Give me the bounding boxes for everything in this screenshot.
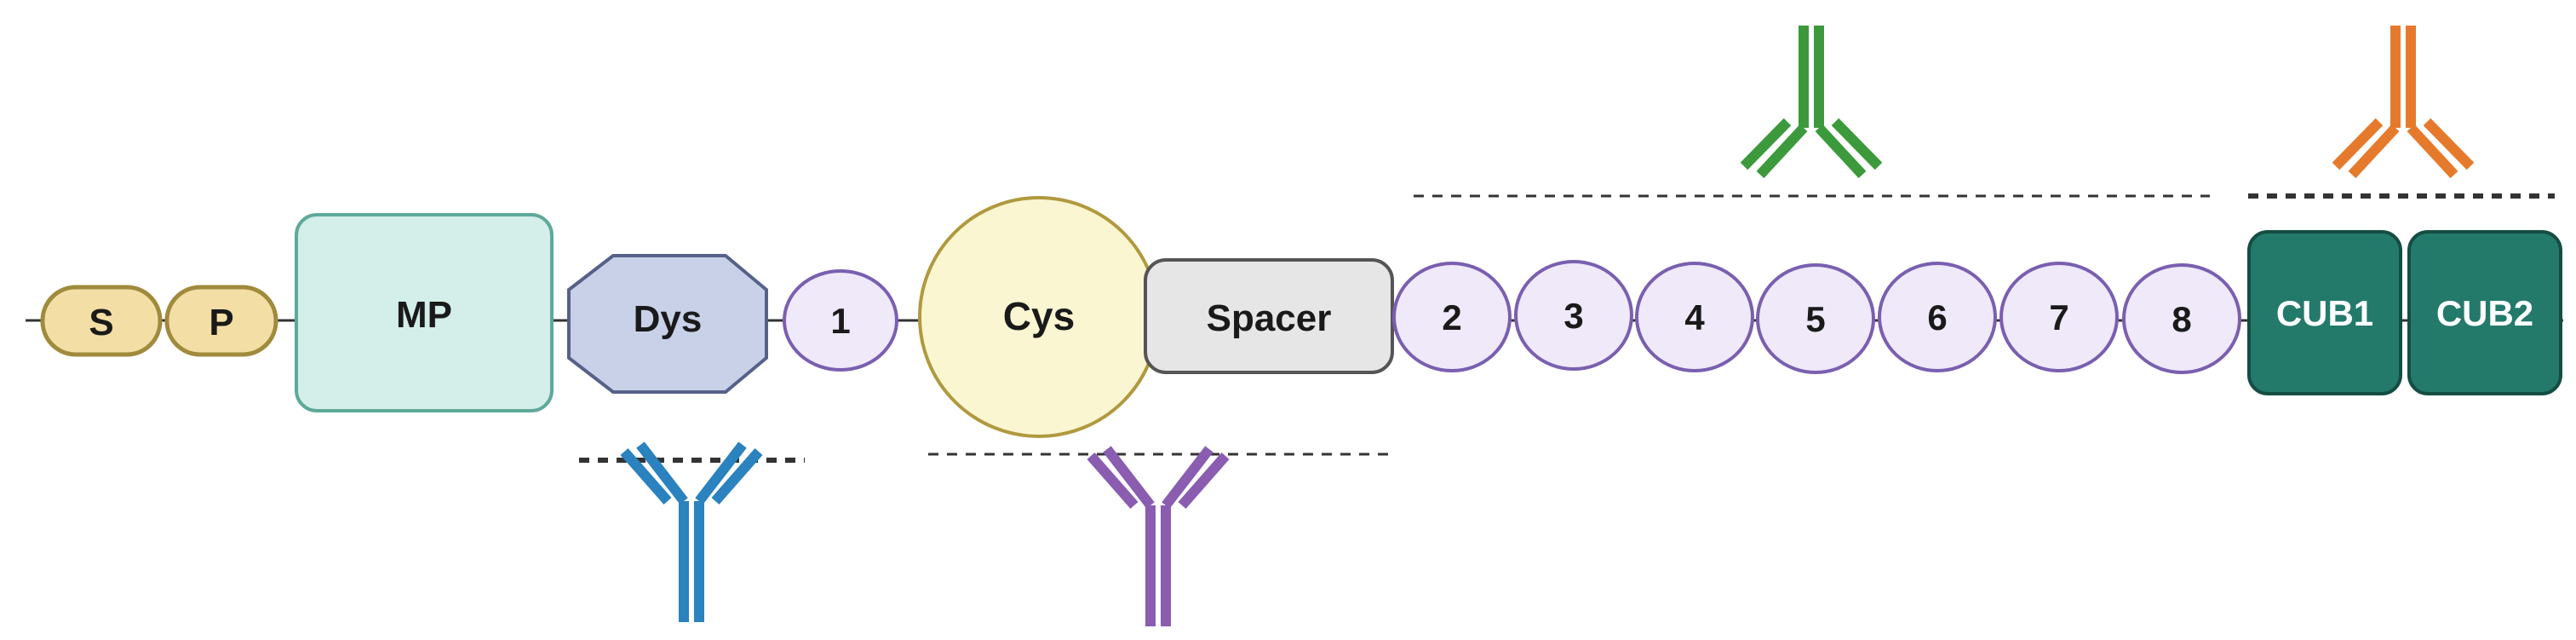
tsp-repeat-2: 2 [1392,262,1512,372]
tsp-repeat-7: 7 [1999,262,2119,372]
signal-peptide-label: S [89,302,113,343]
cub1-label: CUB1 [2276,293,2373,333]
cub2-domain: CUB2 [2407,230,2562,395]
tsp-repeat-4-label: 4 [1684,297,1705,337]
spacer-domain: Spacer [1144,258,1394,374]
tsp-repeat-7-label: 7 [2049,297,2068,337]
tsp-repeat-4: 4 [1635,262,1754,372]
propeptide-domain: P [164,285,278,357]
tsp-repeat-8-label: 8 [2172,299,2191,339]
cub2-label: CUB2 [2436,293,2533,333]
metalloprotease-label: MP [396,294,452,336]
disintegrin-domain: Dys [567,254,768,394]
antibody-icon-cub [2332,26,2475,179]
antibody-icon-tsp [1740,26,1883,179]
metalloprotease-domain: MP [295,213,554,412]
antibody-icon-dys [620,441,763,622]
disintegrin-label: Dys [634,298,703,340]
spacer-label: Spacer [1207,297,1332,339]
cub1-domain: CUB1 [2247,230,2402,395]
propeptide-label: P [209,302,233,343]
tsp-repeat-3: 3 [1514,260,1633,371]
tsp-repeat-5: 5 [1756,263,1875,374]
tsp-repeat-5-label: 5 [1805,299,1825,339]
tsp-repeat-6-label: 6 [1927,297,1947,337]
antibody-icon-cys-spacer [1087,446,1230,626]
tsp-repeat-6: 6 [1878,262,1997,372]
tsp-repeat-1: 1 [783,269,898,372]
tsp-repeat-3-label: 3 [1563,296,1583,336]
cysteine-rich-domain: Cys [918,196,1160,438]
tsp-repeat-1-label: 1 [830,301,850,341]
tsp-repeat-2-label: 2 [1442,297,1461,337]
cysteine-rich-label: Cys [1003,294,1075,338]
signal-peptide-domain: S [40,285,163,357]
tsp-repeat-8: 8 [2122,263,2241,374]
